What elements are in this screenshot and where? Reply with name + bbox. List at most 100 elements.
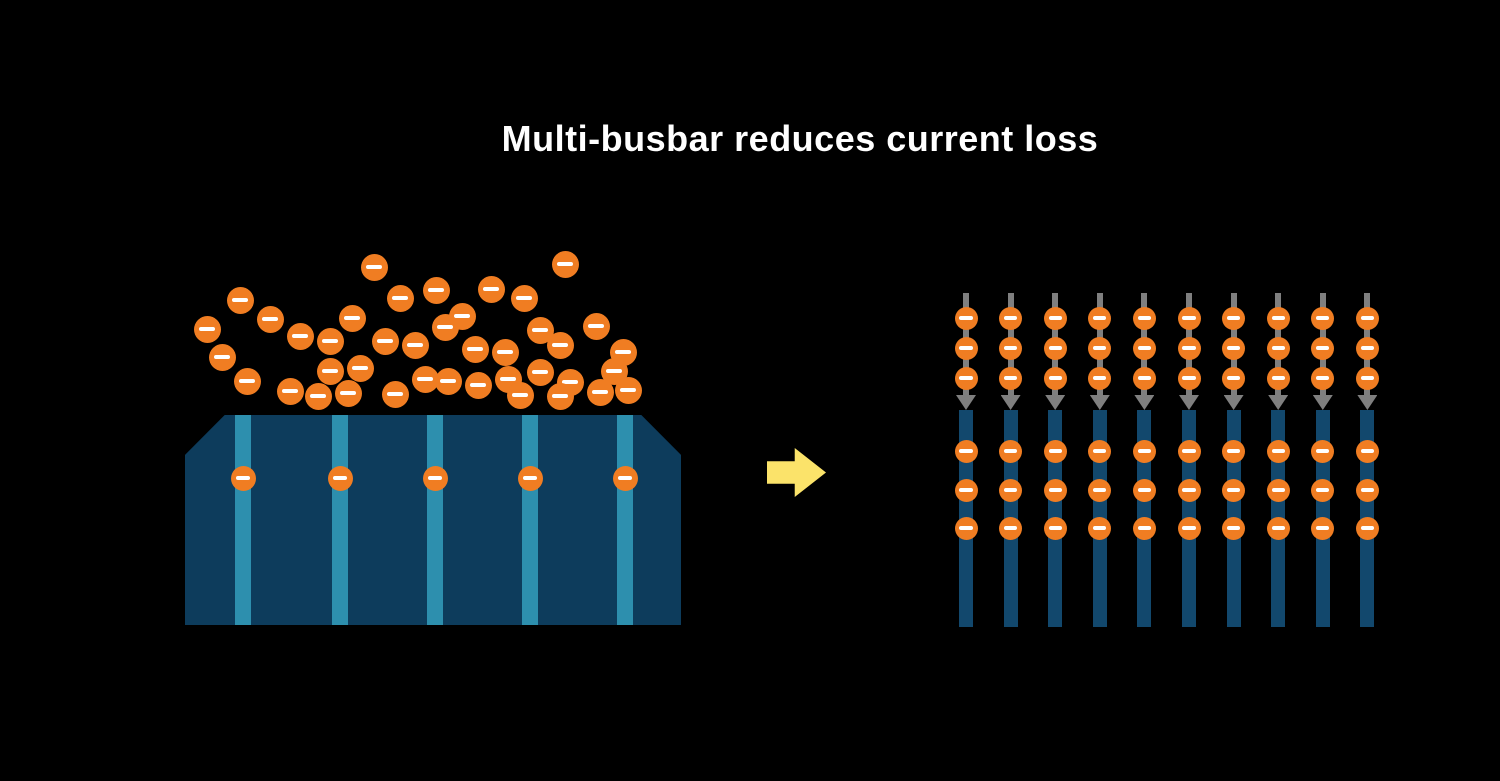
minus-glyph [1137, 449, 1152, 453]
minus-glyph [532, 327, 548, 333]
minus-glyph [214, 354, 230, 360]
electron-icon [551, 250, 579, 278]
minus-glyph [1316, 488, 1330, 492]
electron-icon [1222, 439, 1246, 463]
minus-glyph [617, 476, 633, 480]
minus-glyph [959, 488, 973, 492]
minus-glyph [377, 338, 393, 344]
electron-icon [1088, 306, 1112, 330]
electron-icon [510, 284, 538, 312]
electron-icon [1311, 366, 1335, 390]
electron-icon [360, 253, 388, 281]
electron-icon [276, 377, 304, 405]
minus-glyph [427, 476, 443, 480]
minus-glyph [454, 313, 470, 319]
busbar-stripe [617, 415, 633, 625]
electron-icon [1088, 336, 1112, 360]
electron-icon [1177, 306, 1201, 330]
minus-glyph [1360, 488, 1375, 492]
minus-glyph [239, 378, 255, 384]
electron-icon [999, 516, 1023, 540]
minus-glyph [1271, 488, 1285, 492]
minus-glyph [1003, 526, 1018, 530]
minus-glyph [1048, 488, 1062, 492]
electron-icon [1355, 478, 1379, 502]
electron-icon [1132, 439, 1156, 463]
minus-glyph [440, 378, 456, 384]
minus-glyph [483, 286, 499, 292]
electron-icon [431, 313, 459, 341]
minus-glyph [467, 346, 483, 352]
minus-glyph [1226, 346, 1241, 350]
electron-icon [954, 306, 978, 330]
minus-glyph [1048, 376, 1062, 380]
minus-glyph [959, 449, 973, 453]
electron-icon [1088, 478, 1112, 502]
electron-icon [1132, 336, 1156, 360]
minus-glyph [407, 342, 423, 348]
electron-icon [612, 465, 638, 491]
electron-icon [1266, 516, 1290, 540]
electron-icon [1311, 478, 1335, 502]
minus-glyph [552, 393, 568, 399]
minus-glyph [417, 376, 433, 382]
electron-icon [1222, 516, 1246, 540]
minus-glyph [959, 526, 973, 530]
minus-glyph [470, 382, 486, 388]
electron-icon [999, 306, 1023, 330]
electron-icon [954, 336, 978, 360]
minus-glyph [1003, 316, 1018, 320]
electron-icon [1222, 306, 1246, 330]
electron-icon [226, 286, 254, 314]
electron-icon [1222, 478, 1246, 502]
electron-icon [1222, 336, 1246, 360]
minus-glyph [340, 390, 356, 396]
electron-icon [954, 439, 978, 463]
minus-glyph [1093, 449, 1107, 453]
electron-icon [1132, 516, 1156, 540]
electron-icon [1088, 516, 1112, 540]
minus-glyph [1360, 526, 1375, 530]
flow-arrow-icon [767, 448, 826, 497]
electron-icon [304, 382, 332, 410]
minus-glyph [1360, 376, 1375, 380]
minus-glyph [1137, 316, 1152, 320]
minus-glyph [1226, 526, 1241, 530]
minus-glyph [516, 295, 532, 301]
minus-glyph [322, 368, 338, 374]
electron-icon [1177, 336, 1201, 360]
minus-glyph [232, 297, 248, 303]
electron-icon [1311, 336, 1335, 360]
down-arrow-icon [1268, 395, 1289, 410]
electron-icon [411, 365, 439, 393]
minus-glyph [592, 389, 608, 395]
minus-glyph [512, 392, 528, 398]
busbar-stripe [522, 415, 538, 625]
minus-glyph [1271, 376, 1285, 380]
minus-glyph [1360, 449, 1375, 453]
electron-icon [381, 380, 409, 408]
electron-icon [1266, 366, 1290, 390]
minus-glyph [1137, 526, 1152, 530]
electron-icon [422, 465, 448, 491]
electron-icon [1355, 336, 1379, 360]
minus-glyph [1316, 526, 1330, 530]
electron-icon [1355, 439, 1379, 463]
minus-glyph [322, 338, 338, 344]
electron-icon [464, 371, 492, 399]
electron-icon [338, 304, 366, 332]
minus-glyph [588, 323, 604, 329]
minus-glyph [1093, 488, 1107, 492]
minus-glyph [1226, 376, 1241, 380]
minus-glyph [437, 324, 453, 330]
electron-icon [546, 382, 574, 410]
electron-icon [1043, 478, 1067, 502]
busbar-stripe [427, 415, 443, 625]
minus-glyph [387, 391, 403, 397]
down-arrow-icon [1134, 395, 1155, 410]
electron-icon [1266, 478, 1290, 502]
electron-icon [999, 366, 1023, 390]
minus-glyph [522, 476, 538, 480]
electron-icon [316, 357, 344, 385]
minus-glyph [959, 376, 973, 380]
